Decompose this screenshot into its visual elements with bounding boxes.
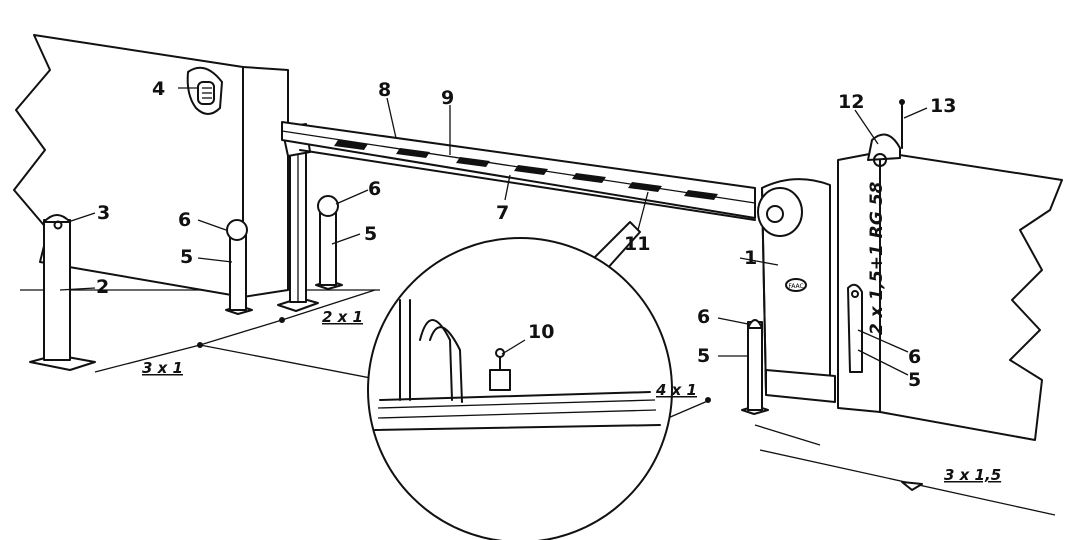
callout-6a: 6	[178, 209, 191, 231]
cable-label-3x1: 3 x 1	[142, 359, 183, 377]
callout-5d: 5	[908, 369, 921, 391]
callout-6b: 6	[368, 178, 381, 200]
callout-13: 13	[930, 95, 956, 117]
cable-markers	[197, 317, 923, 491]
cable-label-4x1: 4 x 1	[655, 381, 697, 399]
callout-5c: 5	[697, 345, 710, 367]
callout-6d: 6	[908, 346, 921, 368]
callout-leaders	[59, 87, 928, 376]
flashing-lamp	[867, 99, 905, 167]
callout-12: 12	[838, 91, 864, 113]
brand-logo: FAAC	[788, 283, 803, 290]
cable-label-3x15: 3 x 1,5	[944, 466, 1001, 484]
photocell-post-left	[225, 219, 253, 315]
callout-7: 7	[496, 202, 509, 224]
callout-8: 8	[378, 79, 391, 101]
callout-5a: 5	[180, 246, 193, 268]
photocell-post-center	[315, 195, 343, 290]
boom-arm	[281, 121, 756, 221]
callout-10: 10	[528, 321, 554, 343]
callout-3: 3	[97, 202, 110, 224]
boom-rest-post	[277, 123, 319, 312]
photocell-wall	[186, 66, 223, 115]
boom-reflective-strips	[334, 140, 718, 200]
callout-4: 4	[152, 78, 165, 100]
callout-9: 9	[441, 87, 454, 109]
cable-label-2x1: 2 x 1	[322, 308, 363, 326]
callout-11: 11	[624, 233, 650, 255]
callout-5b: 5	[364, 223, 377, 245]
cable-label-rg58: 2 x 1,5+1 RG 58	[867, 181, 887, 335]
barrier-cabinet: FAAC	[757, 178, 836, 403]
photocell-post-wall	[847, 283, 863, 373]
callout-6c: 6	[697, 306, 710, 328]
callout-1: 1	[744, 247, 757, 269]
loop-detail-view	[367, 237, 673, 540]
callout-2: 2	[96, 276, 109, 298]
photocell-post-right	[741, 319, 769, 415]
